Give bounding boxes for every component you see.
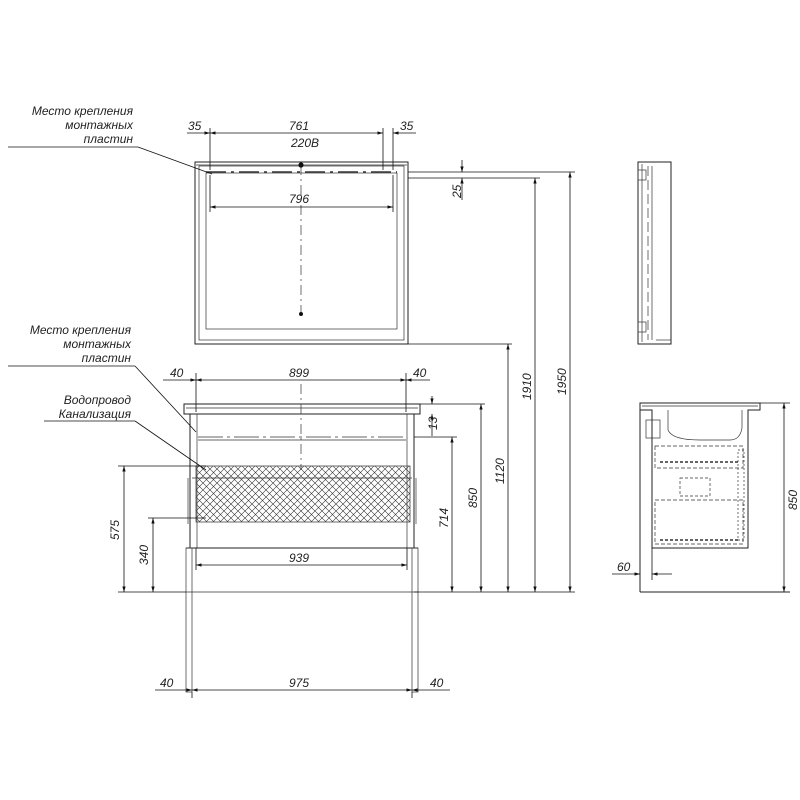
dim-height-mirror-top: 1910 [520, 373, 534, 400]
legs-width-dimensions: 40 975 40 [155, 676, 450, 698]
power-outlet-icon [298, 162, 304, 168]
right-height-dimensions: 25 13 714 850 1120 1910 1950 [408, 160, 575, 593]
vanity-front-view [183, 384, 421, 693]
mirror-top-dimensions: 35 761 35 220В [187, 119, 416, 170]
dim-height-body: 714 [437, 508, 451, 528]
cabinet-width-dimension: 939 [195, 548, 408, 570]
svg-text:пластин: пластин [82, 351, 132, 365]
dim-mirror-right-gap: 35 [400, 119, 414, 133]
dim-vanity-right-gap: 40 [413, 366, 427, 380]
dim-mirror-left-gap: 35 [188, 119, 202, 133]
dim-height-vanity-top: 1120 [493, 458, 507, 484]
dim-legs-width: 975 [289, 676, 309, 690]
dim-height-cabinet: 850 [466, 488, 480, 508]
side-view-dimensions: 60 850 [612, 402, 800, 592]
svg-text:Канализация: Канализация [59, 407, 132, 421]
label-mounting-top: Место крепления монтажных пластин [8, 104, 213, 175]
svg-text:Место крепления: Место крепления [30, 323, 132, 337]
vanity-top-dimensions: 40 899 40 [163, 366, 430, 412]
mirror-switch-icon [299, 312, 303, 316]
dim-mirror-plate-span: 761 [289, 119, 309, 133]
dim-vanity-top-thickness: 13 [426, 416, 440, 430]
dim-legs-left-gap: 40 [160, 676, 174, 690]
label-plumbing: Водопровод Канализация [44, 393, 207, 471]
dim-cabinet-width: 939 [289, 551, 309, 565]
label-power: 220В [290, 136, 319, 150]
label-mounting-bottom: Место крепления монтажных пластин [8, 323, 197, 433]
svg-text:Водопровод: Водопровод [64, 393, 132, 407]
dim-height-total: 1950 [555, 368, 569, 395]
svg-text:пластин: пластин [84, 132, 134, 146]
dim-legs-right-gap: 40 [430, 676, 444, 690]
dim-mirror-inner-width: 796 [289, 192, 309, 206]
svg-text:монтажных: монтажных [63, 337, 132, 351]
dim-side-depth-offset: 60 [617, 560, 631, 574]
vanity-side-view [639, 402, 790, 593]
left-height-dimensions: 575 340 [108, 465, 206, 593]
dim-mirror-top-offset: 25 [450, 184, 464, 199]
dim-vanity-plate-span: 899 [289, 366, 309, 380]
svg-text:монтажных: монтажных [65, 118, 134, 132]
mirror-front-view [194, 161, 409, 345]
dim-side-height: 850 [786, 490, 800, 510]
mirror-side-view [637, 161, 672, 345]
svg-text:Место крепления: Место крепления [32, 104, 134, 118]
mirror-inner-width-dimension: 796 [209, 175, 394, 212]
dim-vanity-left-gap: 40 [170, 366, 184, 380]
dim-height-plumbing: 575 [108, 520, 122, 540]
dim-height-drawer: 340 [137, 545, 151, 565]
